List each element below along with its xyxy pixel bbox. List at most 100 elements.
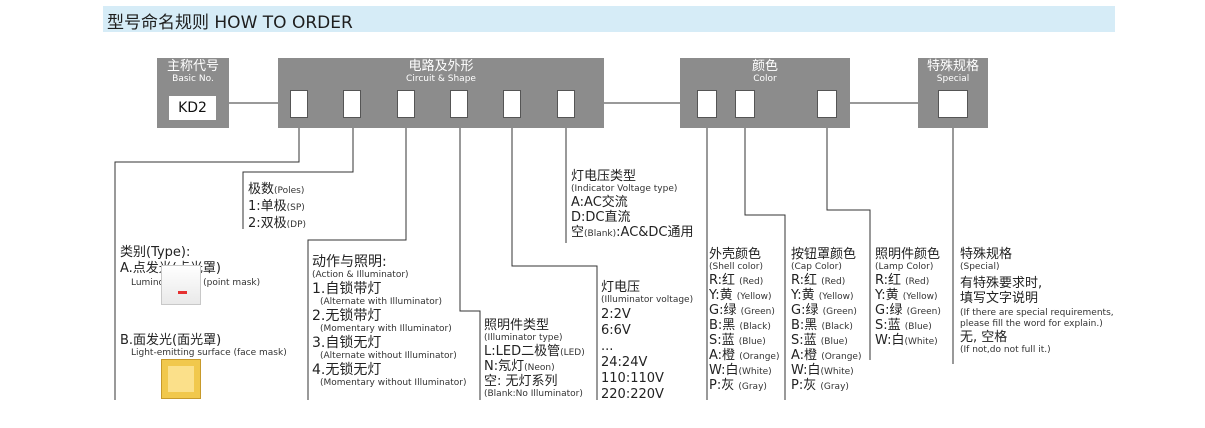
special-title-en: (Special) — [960, 262, 1000, 272]
shell-color-title: 外壳颜色 — [709, 247, 762, 262]
basic-no-en: Basic No. — [172, 74, 214, 84]
illum-type-title: 照明件类型 — [484, 318, 550, 333]
indicator-blank: 空 — [571, 225, 585, 240]
illum-type-title-en: (Illuminator type) — [484, 333, 563, 343]
special-none-en: (If not,do not full it.) — [960, 345, 1051, 355]
indicator-title: 灯电压类型 — [571, 169, 637, 184]
lamp-red-en: (Red) — [905, 277, 930, 287]
shell-blue-en: (Blue) — [738, 337, 766, 347]
color-cn: 颜色 — [751, 59, 778, 74]
lamp-yellow-en: (Yellow) — [902, 292, 938, 302]
action-block: 动作与照明: (Action & Illuminator) 1.自锁带灯 (Al… — [312, 254, 467, 389]
cap-orange-en: (Orange) — [821, 352, 862, 362]
shell-yellow-en: (Yellow) — [736, 292, 772, 302]
circuit-shape-box: 电路及外形 Circuit & Shape — [278, 58, 604, 128]
cap-red-en: (Red) — [821, 277, 846, 287]
circuit-slot-3 — [397, 90, 415, 118]
illum-type-led: L:LED二极管 — [484, 344, 561, 359]
circuit-shape-cn: 电路及外形 — [408, 59, 474, 74]
shell-gray: P:灰 — [709, 378, 735, 393]
poles-title: 极数 — [248, 182, 275, 197]
cap-gray-en: (Gray) — [820, 382, 849, 392]
shell-white: W:白 — [709, 363, 739, 378]
voltage-title-en: (Illuminator voltage) — [601, 295, 694, 305]
voltage-110v: 110:110V — [601, 371, 664, 386]
shell-color-title-en: (Shell color) — [709, 262, 763, 272]
cap-color-title: 按钮罩颜色 — [791, 247, 857, 262]
illum-type-led-en: (LED) — [560, 348, 585, 358]
action-4-en: (Momentary without Illuminator) — [320, 378, 467, 388]
cap-white: W:白 — [791, 363, 821, 378]
special-none: 无, 空格 — [960, 330, 1008, 345]
voltage-220v: 220:220V — [601, 387, 664, 402]
type-b-cn: B.面发光(面光罩) — [120, 333, 222, 348]
shell-black: B:黑 — [709, 318, 736, 333]
shell-red-en: (Red) — [739, 277, 764, 287]
voltage-ellipsis: ... — [601, 339, 614, 354]
indicator-ac: A:AC交流 — [571, 195, 628, 210]
shell-green-en: (Green) — [740, 307, 775, 317]
illum-type-block: 照明件类型 (Illuminator type) L:LED二极管(LED) N… — [484, 318, 585, 400]
face-mask-inner — [168, 366, 194, 392]
voltage-title: 灯电压 — [601, 280, 641, 295]
poles-block: 极数(Poles) 1:单极(SP) 2:双极(DP) — [248, 182, 306, 231]
lamp-green-en: (Green) — [906, 307, 941, 317]
lamp-white: W:白 — [875, 333, 905, 348]
action-title: 动作与照明: — [312, 254, 387, 270]
special-line2: 填写文字说明 — [960, 291, 1039, 306]
point-mask-dot — [178, 291, 187, 294]
indicator-blank-en: (Blank) — [584, 229, 617, 239]
shell-orange: A:橙 — [709, 348, 736, 363]
poles-title-en: (Poles) — [274, 186, 305, 196]
shell-green: G:绿 — [709, 303, 737, 318]
shell-blue: S:蓝 — [709, 333, 735, 348]
cap-orange: A:橙 — [791, 348, 818, 363]
circuit-slot-1 — [290, 90, 308, 118]
type-b-en: Light-emitting surface (face mask) — [131, 348, 287, 358]
lamp-blue: S:蓝 — [875, 318, 901, 333]
special-en1: (If there are special requirements, — [960, 308, 1114, 318]
cap-yellow: Y:黄 — [791, 288, 815, 303]
poles-dp: 2:双极 — [248, 216, 287, 231]
special-slot — [938, 90, 968, 118]
voltage-2v: 2:2V — [601, 307, 631, 322]
lamp-blue-en: (Blue) — [904, 322, 932, 332]
special-en2: please fill the word for explain.) — [960, 319, 1103, 329]
lamp-color-block: 照明件颜色 (Lamp Color) R:红 (Red) Y:黄 (Yellow… — [875, 247, 941, 348]
special-box-en: Special — [936, 74, 970, 84]
poles-sp: 1:单极 — [248, 199, 287, 214]
special-box-cn: 特殊规格 — [926, 59, 979, 74]
shell-white-en: (White) — [738, 367, 772, 377]
illum-type-neon-en: (Neon) — [524, 363, 555, 373]
header-title: 型号命名规则 HOW TO ORDER — [107, 13, 353, 33]
cap-black: B:黑 — [791, 318, 818, 333]
cap-black-en: (Black) — [821, 322, 853, 332]
action-3: 3.自锁无灯 — [312, 335, 382, 351]
action-4: 4.无锁无灯 — [312, 362, 382, 378]
action-2-en: (Momentary with Illuminator) — [320, 324, 452, 334]
action-2: 2.无锁带灯 — [312, 308, 382, 324]
special-line1: 有特殊要求时, — [960, 276, 1043, 291]
shell-red: R:红 — [709, 273, 736, 288]
indicator-title-en: (Indicator Voltage type) — [571, 184, 678, 194]
cap-green-en: (Green) — [822, 307, 857, 317]
cap-color-title-en: (Cap Color) — [791, 262, 842, 272]
color-slot-shell — [697, 90, 717, 118]
lamp-white-en: (White) — [904, 337, 938, 347]
type-title: 类别(Type): — [120, 245, 191, 260]
cap-blue-en: (Blue) — [820, 337, 848, 347]
lamp-color-title: 照明件颜色 — [875, 247, 941, 262]
illum-type-blank-en: (Blank:No Illuminator) — [484, 389, 583, 399]
voltage-block: 灯电压 (Illuminator voltage) 2:2V 6:6V ... … — [601, 280, 693, 402]
cap-gray: P:灰 — [791, 378, 817, 393]
cap-yellow-en: (Yellow) — [818, 292, 854, 302]
circuit-slot-6 — [557, 90, 575, 118]
color-en: Color — [753, 74, 777, 84]
action-1-en: (Alternate with Illuminator) — [320, 297, 442, 307]
indicator-dc: D:DC直流 — [571, 210, 631, 225]
action-3-en: (Alternate without Illuminator) — [320, 351, 457, 361]
lamp-green: G:绿 — [875, 303, 903, 318]
action-title-en: (Action & Illuminator) — [312, 270, 409, 280]
